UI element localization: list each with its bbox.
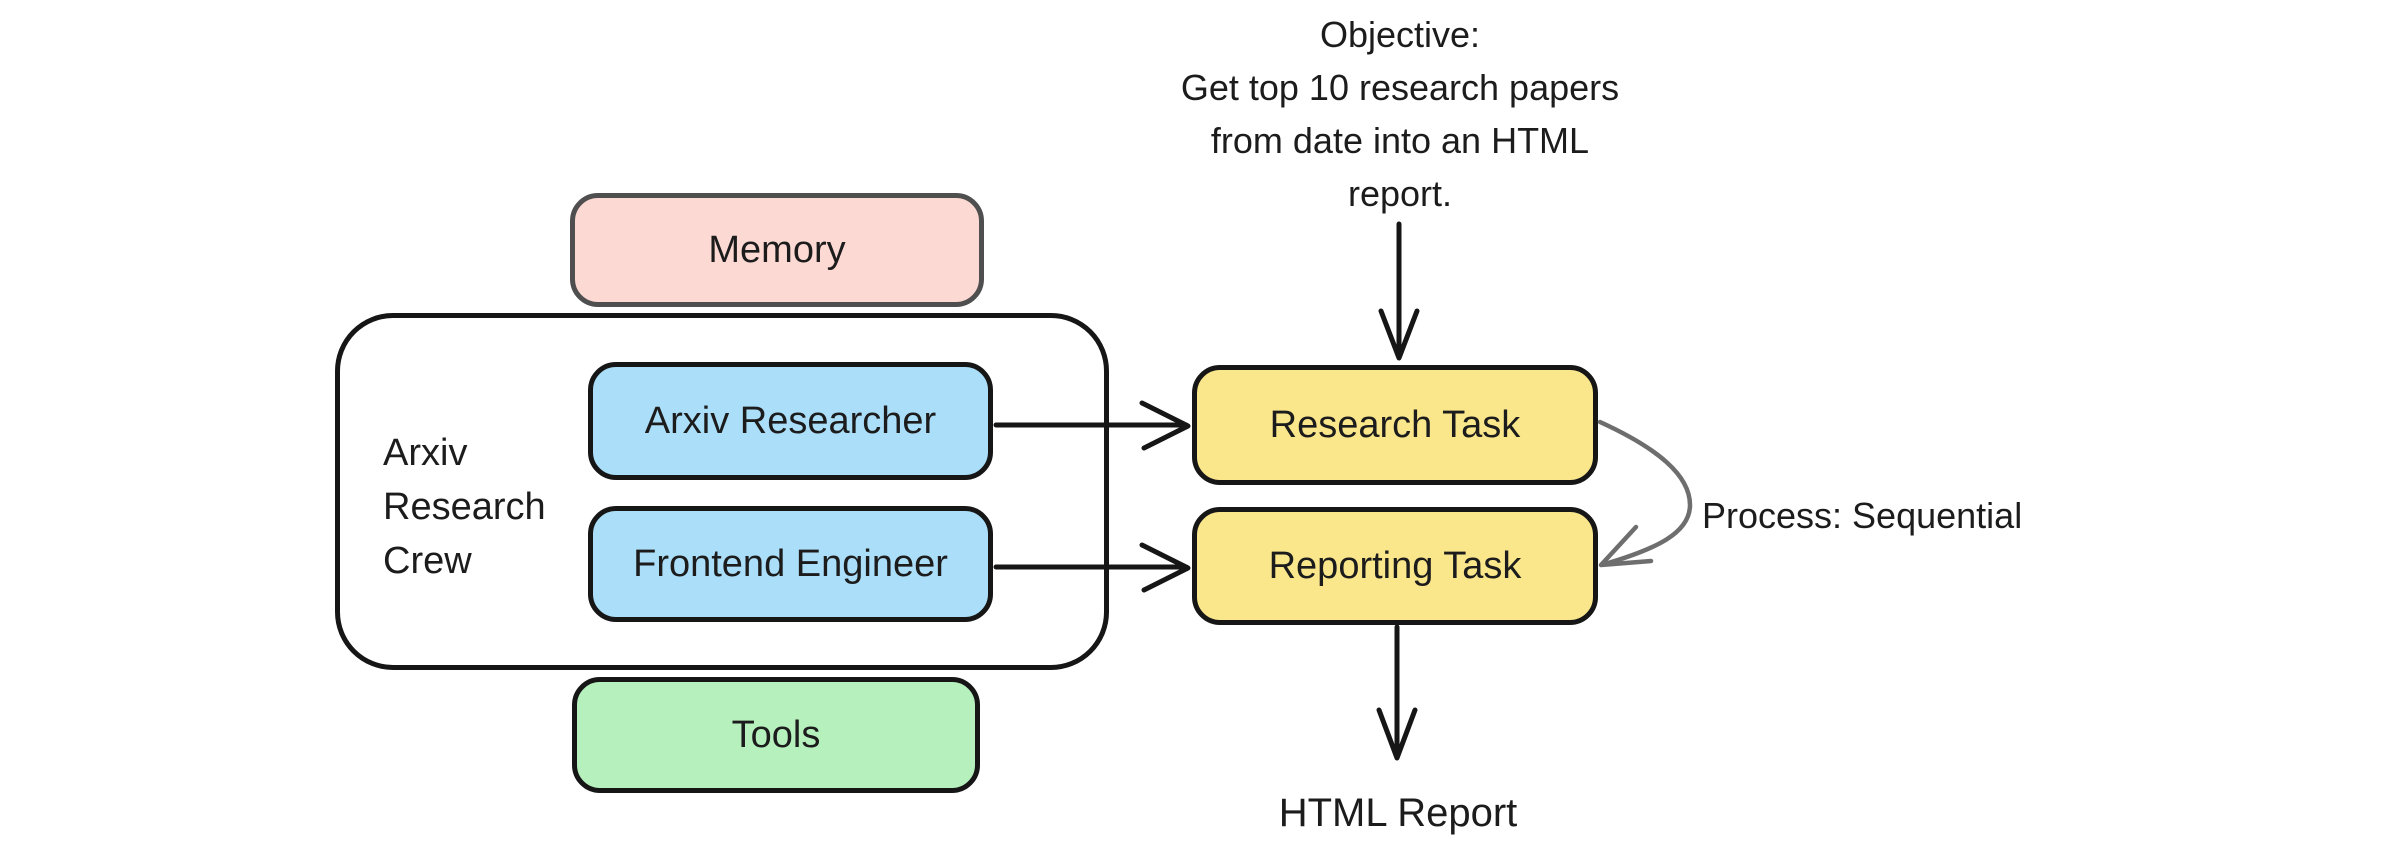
objective-line-2: Get top 10 research papers: [1180, 67, 1620, 108]
process-label: Process: Sequential: [1702, 495, 2023, 536]
objective-line-3: from date into an HTML: [1210, 120, 1590, 161]
tools-box-label: Tools: [731, 713, 821, 756]
agent-box-arxiv-researcher: Arxiv Researcher: [588, 362, 993, 480]
tools-box: Tools: [572, 677, 980, 793]
agent-box-label: Frontend Engineer: [633, 542, 948, 585]
arrow-objective-to-research-task: [1378, 221, 1420, 361]
objective-line-4: report.: [1347, 173, 1453, 214]
task-box-reporting: Reporting Task: [1192, 507, 1598, 625]
task-box-research: Research Task: [1192, 365, 1598, 485]
agent-box-frontend-engineer: Frontend Engineer: [588, 506, 993, 622]
task-box-label: Research Task: [1269, 403, 1521, 446]
memory-box-label: Memory: [708, 228, 846, 271]
html-report-label: HTML Report: [1278, 791, 1518, 835]
objective-text: Objective: Get top 10 research papers fr…: [1100, 8, 1700, 220]
crew-label-line-3: Crew: [383, 540, 472, 582]
arrow-reporting-task-to-html-report: [1376, 624, 1418, 761]
crew-label-line-2: Research: [383, 486, 546, 528]
task-box-label: Reporting Task: [1268, 544, 1522, 587]
crew-label: Arxiv Research Crew: [383, 426, 546, 588]
memory-box: Memory: [570, 193, 984, 307]
agent-box-label: Arxiv Researcher: [644, 399, 937, 442]
objective-line-1: Objective:: [1319, 14, 1481, 55]
crew-label-line-1: Arxiv: [383, 432, 468, 474]
arrow-sequential-process: [1597, 419, 1693, 568]
